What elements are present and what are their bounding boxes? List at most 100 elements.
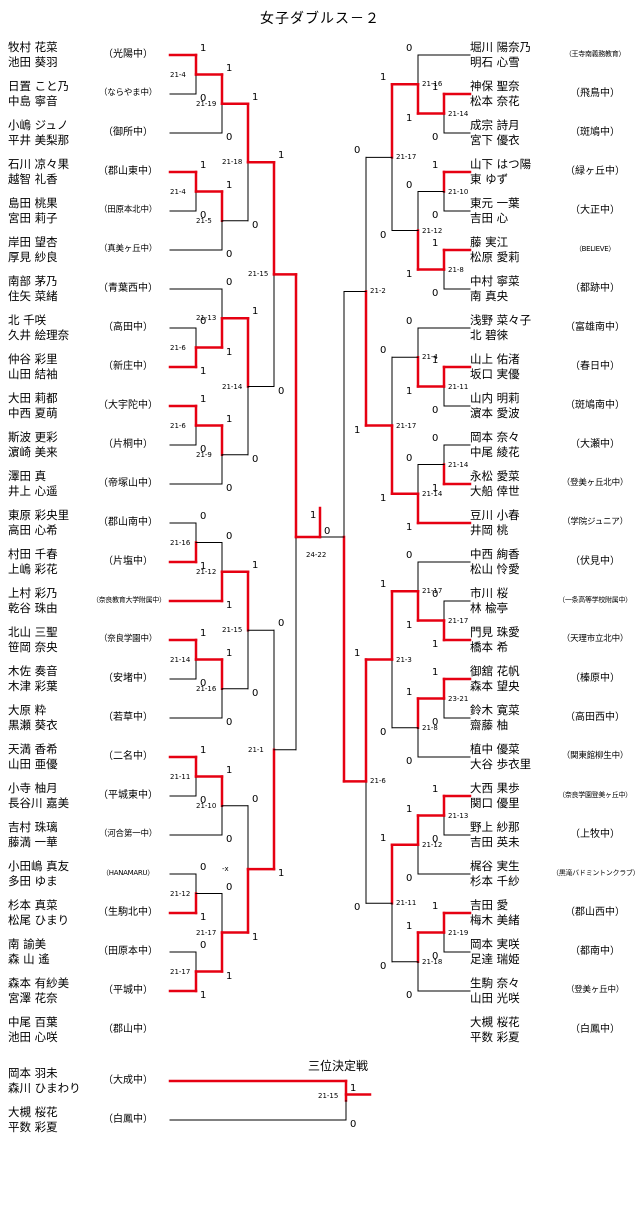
school-name: （青葉西中） <box>98 283 158 294</box>
loss-mark: 0 <box>380 229 387 241</box>
school-name: （若草中） <box>103 712 153 723</box>
match-score: 21-14 <box>448 460 469 469</box>
player-name: 中島 寧音 <box>8 94 58 108</box>
player-name: 吉田 英未 <box>470 835 520 849</box>
player-name: 林 楡亭 <box>470 601 509 615</box>
loss-mark: 0 <box>200 210 207 221</box>
player-name: 斯波 更彩 <box>8 430 58 444</box>
match-score: 21-19 <box>448 928 469 937</box>
win-mark: 1 <box>354 424 361 436</box>
player-name: 北 千咲 <box>8 313 47 327</box>
match-score: 21-11 <box>170 772 191 781</box>
loss-mark: 0 <box>354 145 361 157</box>
player-name: 平数 彩夏 <box>8 1120 58 1134</box>
match-score: 21-15 <box>318 1092 339 1100</box>
match-score: 21-14 <box>422 489 443 498</box>
player-name: 日置 こと乃 <box>8 79 70 93</box>
win-mark: 1 <box>432 667 439 678</box>
school-name: （HANAMARU） <box>102 869 154 877</box>
win-mark: 1 <box>354 647 361 659</box>
school-name: （奈良学園中） <box>98 634 158 644</box>
school-name: （奈良教育大学附属中） <box>92 596 166 604</box>
school-name: （緑ヶ丘中） <box>565 166 625 177</box>
player-name: 大原 粋 <box>8 703 47 717</box>
match-score: -x <box>222 865 229 874</box>
match-score: 21-11 <box>448 382 469 391</box>
player-name: 岡本 羽未 <box>8 1066 58 1080</box>
match-score: 21-8 <box>422 723 438 732</box>
win-mark: 1 <box>406 268 413 280</box>
player-name: 市川 桜 <box>470 586 509 600</box>
player-name: 東元 一葉 <box>470 196 520 210</box>
school-name: （斑鳩中） <box>570 127 620 138</box>
loss-mark: 0 <box>278 385 285 397</box>
win-mark: 1 <box>432 160 439 171</box>
player-name: 森川 ひまわり <box>8 1081 81 1095</box>
match-score: 21-10 <box>196 801 217 810</box>
final-score: 24-22 <box>306 551 327 559</box>
player-name: 牧村 花菜 <box>8 40 58 54</box>
win-mark: 1 <box>432 82 439 93</box>
player-name: 杉本 真菜 <box>8 898 58 912</box>
player-name: 宮澤 花奈 <box>8 991 58 1005</box>
player-name: 池田 心咲 <box>8 1030 58 1044</box>
match-score: 21-10 <box>448 187 469 196</box>
player-name: 木佐 奏音 <box>8 664 58 678</box>
school-name: （富雄南中） <box>565 322 625 333</box>
win-mark: 1 <box>252 91 259 103</box>
school-name: （田原本北中） <box>98 205 158 215</box>
school-name: （斑鳩南中） <box>565 400 625 411</box>
win-mark: 1 <box>432 355 439 366</box>
player-name: 山田 亜優 <box>8 757 58 771</box>
school-name: （白鳳中） <box>570 1024 620 1035</box>
win-mark: 1 <box>226 764 233 776</box>
win-mark: 1 <box>226 970 233 982</box>
loss-mark: 0 <box>406 452 413 464</box>
match-score: 21-18 <box>222 158 243 167</box>
player-name: 岡本 実咲 <box>470 937 520 951</box>
win-mark: 1 <box>432 639 439 650</box>
match-score: 21-2 <box>370 287 386 296</box>
loss-mark: 0 <box>432 210 439 221</box>
player-name: 生駒 奈々 <box>470 976 520 990</box>
player-name: 松本 奈花 <box>470 94 520 108</box>
loss-mark: 0 <box>432 288 439 299</box>
loss-mark: 0 <box>406 316 413 327</box>
player-name: 豆川 小春 <box>470 508 520 522</box>
player-name: 梅木 美緒 <box>470 913 520 927</box>
player-name: 中西 絢香 <box>470 547 520 561</box>
player-name: 高田 心希 <box>8 523 58 537</box>
loss-mark: 0 <box>350 1119 357 1130</box>
win-mark: 1 <box>406 920 413 932</box>
match-score: 21-13 <box>448 811 469 820</box>
match-score: 21-6 <box>170 421 186 430</box>
match-score: 21-16 <box>422 80 443 89</box>
win-mark: 1 <box>432 784 439 795</box>
loss-mark: 0 <box>226 483 233 494</box>
player-name: 中西 夏萌 <box>8 406 58 420</box>
school-name: （田原本中） <box>98 946 158 957</box>
player-name: 中尾 百葉 <box>8 1015 58 1029</box>
player-name: 山田 光咲 <box>470 991 520 1005</box>
school-name: （大瀬中） <box>570 439 620 450</box>
loss-mark: 0 <box>200 795 207 806</box>
player-name: 浅野 菜々子 <box>470 313 532 327</box>
player-name: 乾谷 珠由 <box>8 601 58 615</box>
player-name: 山上 佑渚 <box>470 352 520 366</box>
loss-mark: 0 <box>200 678 207 689</box>
school-name: （白鳳中） <box>103 1114 153 1125</box>
win-mark: 1 <box>380 579 387 591</box>
player-name: 平数 彩夏 <box>470 1030 520 1044</box>
player-name: 久井 絵理奈 <box>8 328 70 342</box>
school-name: （郡山中） <box>103 1024 153 1035</box>
player-name: 井岡 桃 <box>470 523 509 537</box>
match-score: 21-13 <box>196 314 217 323</box>
player-name: 大谷 歩衣里 <box>470 757 532 771</box>
player-name: 山内 明莉 <box>470 391 520 405</box>
win-mark: 1 <box>406 686 413 698</box>
school-name: （春日中） <box>570 361 620 372</box>
match-score: 21-14 <box>448 109 469 118</box>
loss-mark: 0 <box>226 249 233 260</box>
win-mark: 1 <box>406 385 413 397</box>
player-name: 関口 優里 <box>470 796 520 810</box>
